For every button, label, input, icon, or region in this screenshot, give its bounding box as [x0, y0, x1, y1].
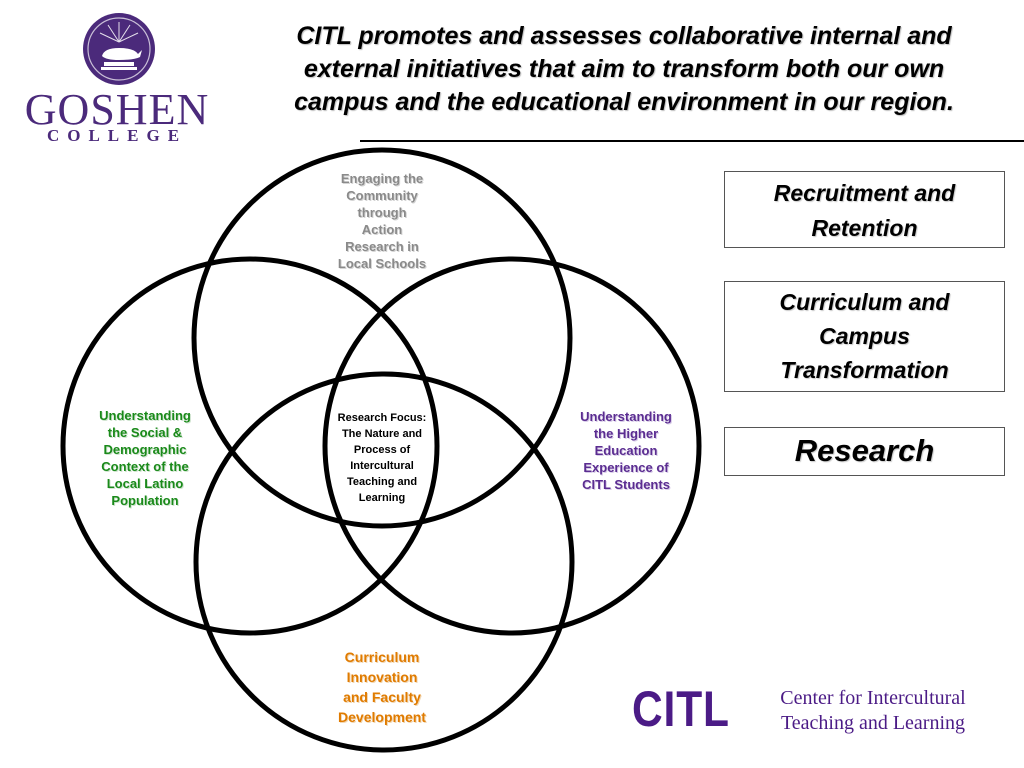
box-line: Recruitment and [773, 180, 956, 206]
box-line: Campus [819, 323, 910, 349]
label-line: Understanding [99, 408, 191, 423]
headline-divider [360, 140, 1024, 142]
label-line: CITL Students [582, 477, 670, 492]
box-line: Transformation [780, 357, 949, 383]
lamp-seal-icon [83, 13, 155, 85]
headline: CITL promotes and assesses collaborative… [236, 20, 1012, 119]
citl-name-line: Center for Intercultural [780, 687, 966, 709]
citl-acronym: CITL [632, 681, 730, 737]
box-line: Curriculum and [779, 289, 950, 315]
box-line: Retention [811, 215, 918, 241]
box-line: Research [794, 433, 935, 468]
label-line: Understanding [580, 409, 672, 424]
label-line: Context of the [101, 459, 189, 474]
label-line: Education [594, 443, 658, 458]
label-line: Research in [345, 239, 419, 254]
label-line: Local Schools [337, 256, 427, 271]
label-line: Development [338, 709, 426, 725]
label-line: the Social & [107, 425, 183, 440]
label-line: Action [361, 222, 403, 237]
venn-circle-top [191, 147, 573, 529]
logo-subtitle: COLLEGE [46, 126, 188, 145]
label-line: Process of [353, 444, 411, 456]
label-line: Innovation [346, 669, 418, 685]
label-line: Research Focus: [337, 412, 427, 424]
headline-line: external initiatives that aim to transfo… [303, 55, 945, 83]
label-line: Local Latino [106, 476, 184, 491]
venn-circle-right [322, 256, 702, 636]
label-community-action-research: Engaging the Community through Action Re… [326, 170, 438, 272]
label-latino-population-context: Understanding the Social & Demographic C… [86, 407, 204, 509]
label-student-experience: Understanding the Higher Education Exper… [569, 408, 683, 493]
label-line: the Higher [593, 426, 659, 441]
label-line: The Nature and [341, 428, 423, 440]
headline-line: campus and the educational environment i… [294, 88, 954, 116]
label-line: Teaching and [346, 476, 418, 488]
label-line: Curriculum [344, 649, 420, 665]
label-line: through [357, 205, 407, 220]
venn-circle-bottom [193, 371, 575, 753]
label-line: Demographic [103, 442, 187, 457]
box-research: Research [724, 427, 1005, 476]
headline-line: CITL promotes and assesses collaborative… [296, 22, 952, 50]
label-research-focus: Research Focus: The Nature and Process o… [324, 410, 440, 506]
label-line: Intercultural [350, 460, 414, 472]
box-recruitment-retention: Recruitment and Retention [724, 171, 1005, 248]
label-line: Learning [358, 492, 406, 504]
box-curriculum-transformation: Curriculum and Campus Transformation [724, 281, 1005, 392]
label-line: Community [346, 188, 418, 203]
venn-circle-left [60, 256, 440, 636]
label-line: Experience of [583, 460, 669, 475]
label-line: Population [111, 493, 179, 508]
label-line: and Faculty [343, 689, 421, 705]
citl-name-line: Teaching and Learning [780, 712, 966, 734]
logo-wordmark: GOSHEN [24, 85, 210, 134]
label-curriculum-innovation: Curriculum Innovation and Faculty Develo… [320, 647, 444, 727]
label-line: Engaging the [340, 171, 424, 186]
citl-full-name: Center for Intercultural Teaching and Le… [748, 686, 998, 736]
